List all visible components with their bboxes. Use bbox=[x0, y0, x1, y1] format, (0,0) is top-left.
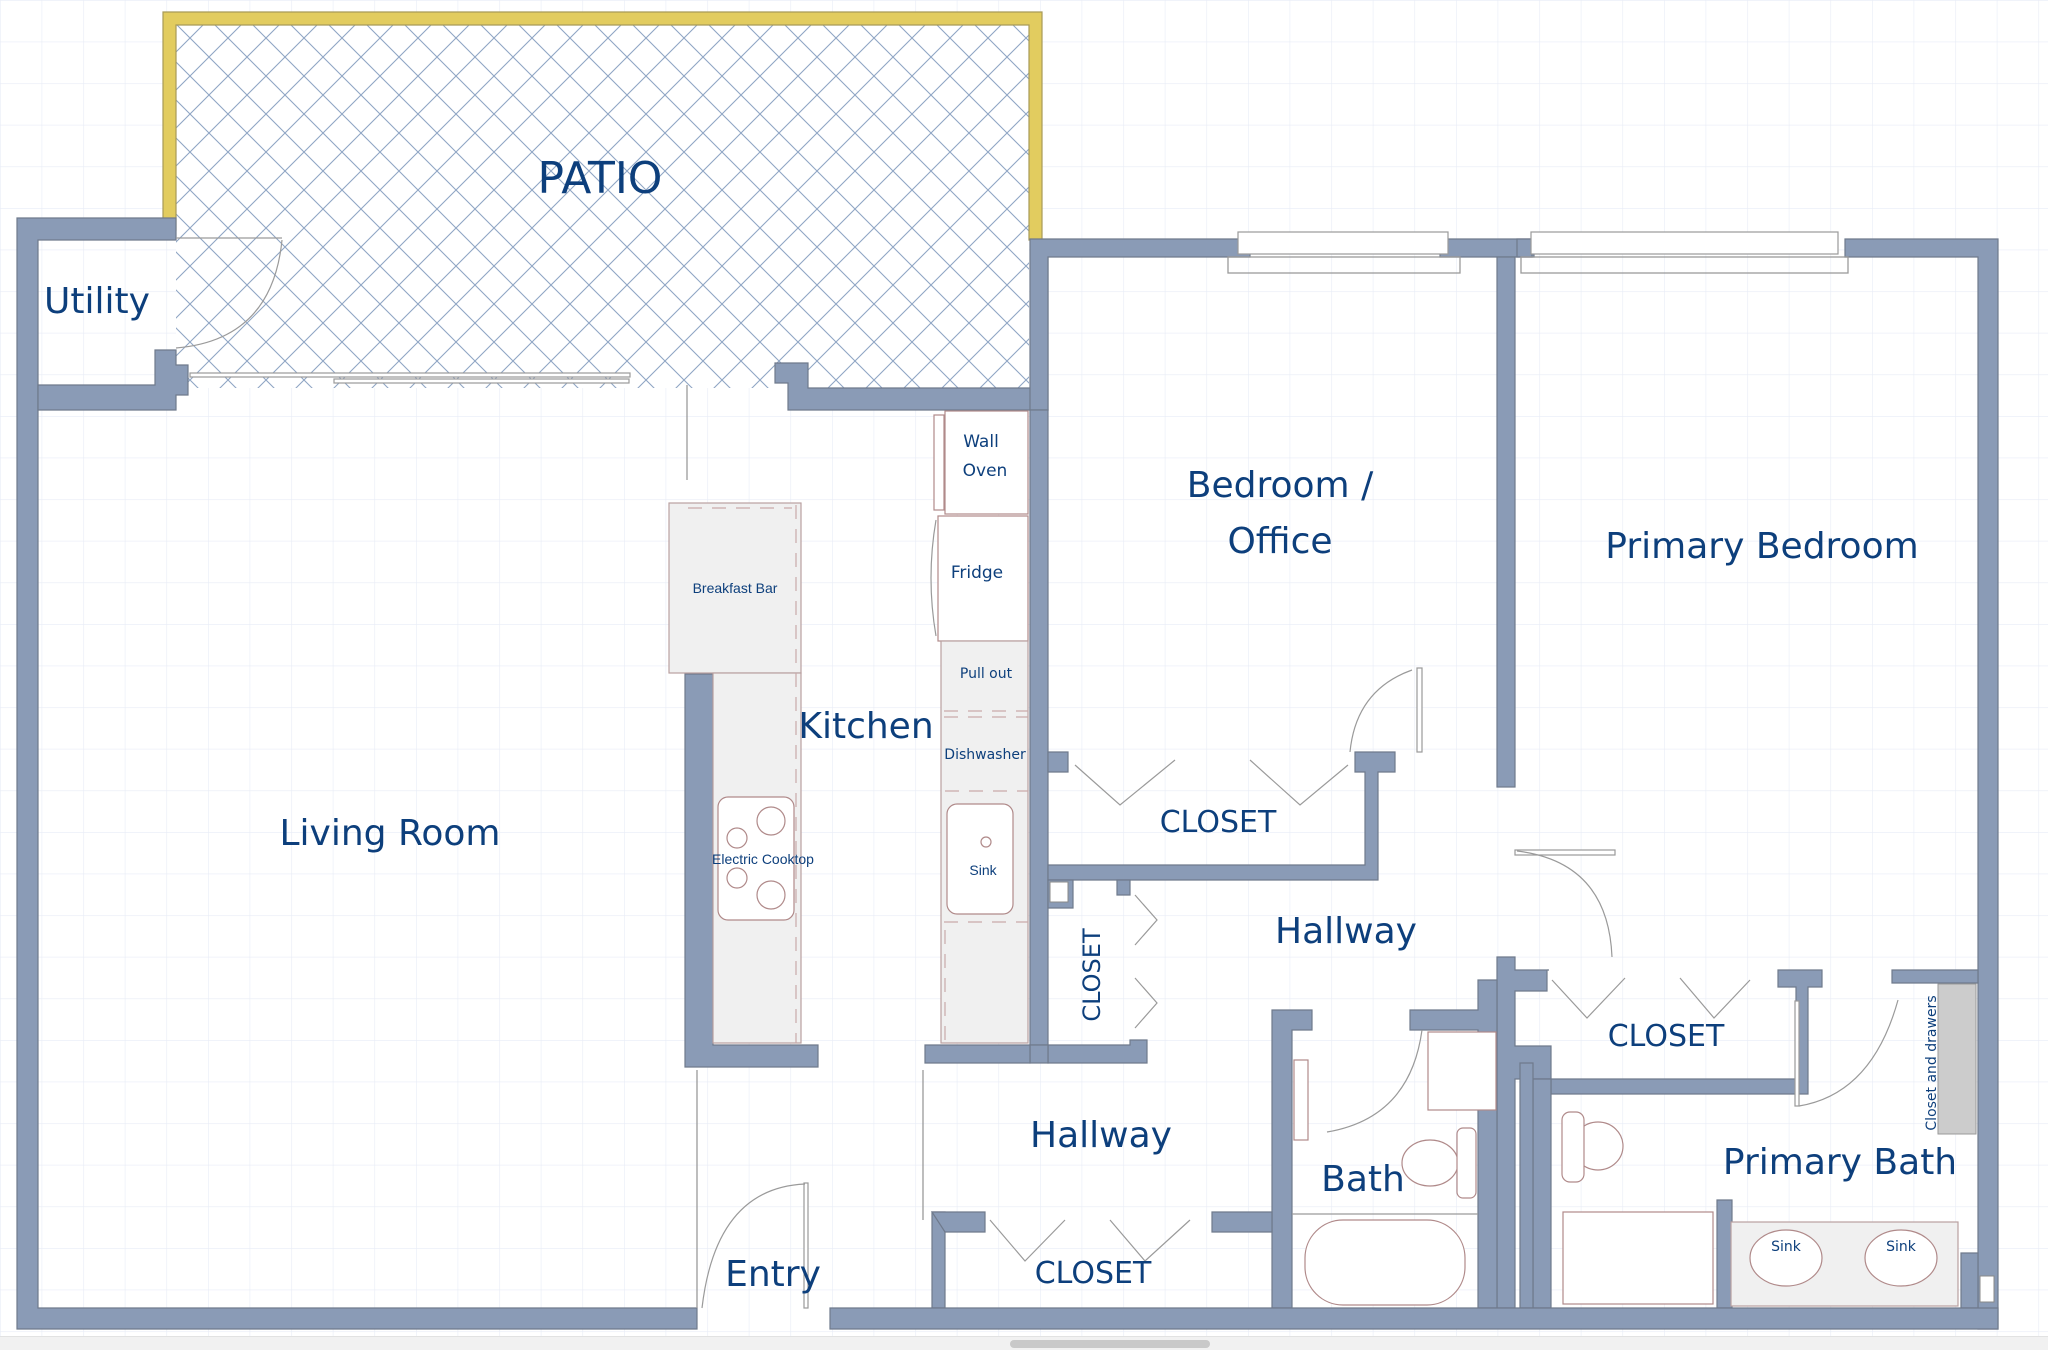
label-patio: PATIO bbox=[538, 153, 663, 204]
label-hallway-upper: Hallway bbox=[1275, 911, 1417, 952]
label-living-room: Living Room bbox=[280, 813, 501, 854]
label-entry: Entry bbox=[725, 1254, 821, 1295]
label-kitchen: Kitchen bbox=[798, 706, 933, 747]
label-bedroom-office-2: Office bbox=[1227, 521, 1332, 562]
label-bath: Bath bbox=[1321, 1159, 1405, 1200]
room-labels: PATIO Utility Living Room Kitchen Bedroo… bbox=[44, 153, 1957, 1295]
label-breakfast-bar: Breakfast Bar bbox=[693, 580, 778, 596]
label-vanity-sink-right: Sink bbox=[1886, 1239, 1917, 1255]
label-hallway-lower: Hallway bbox=[1030, 1115, 1172, 1156]
label-sink: Sink bbox=[969, 862, 997, 878]
label-office-closet: CLOSET bbox=[1160, 805, 1277, 840]
label-primary-closet: CLOSET bbox=[1608, 1019, 1725, 1054]
label-dishwasher: Dishwasher bbox=[944, 747, 1026, 763]
label-utility: Utility bbox=[44, 281, 150, 322]
label-bedroom-office-1: Bedroom / bbox=[1187, 465, 1374, 506]
chase-square bbox=[1979, 1275, 1995, 1303]
label-primary-bath: Primary Bath bbox=[1723, 1142, 1957, 1183]
patio bbox=[162, 11, 1043, 388]
horizontal-scrollbar[interactable] bbox=[0, 1336, 2048, 1350]
label-closet-and-drawers: Closet and drawers bbox=[1924, 995, 1940, 1130]
label-vanity-sink-left: Sink bbox=[1771, 1239, 1802, 1255]
kitchen-fixtures bbox=[668, 385, 1029, 1308]
label-wall-oven-1: Wall bbox=[963, 432, 999, 452]
label-linen-closet: CLOSET bbox=[1078, 928, 1106, 1022]
doors bbox=[175, 237, 1899, 1309]
label-fridge: Fridge bbox=[951, 563, 1003, 583]
horizontal-scrollbar-thumb[interactable] bbox=[1010, 1340, 1210, 1348]
bath-fixtures bbox=[1292, 983, 1977, 1307]
windows bbox=[189, 231, 1849, 384]
label-entry-closet: CLOSET bbox=[1035, 1256, 1152, 1291]
label-pull-out: Pull out bbox=[960, 666, 1013, 682]
label-wall-oven-2: Oven bbox=[963, 461, 1008, 481]
label-electric-cooktop: Electric Cooktop bbox=[712, 851, 814, 867]
label-primary-bedroom: Primary Bedroom bbox=[1605, 526, 1918, 567]
closet-and-drawers-unit bbox=[1937, 983, 1977, 1135]
chase-square bbox=[1049, 881, 1069, 903]
